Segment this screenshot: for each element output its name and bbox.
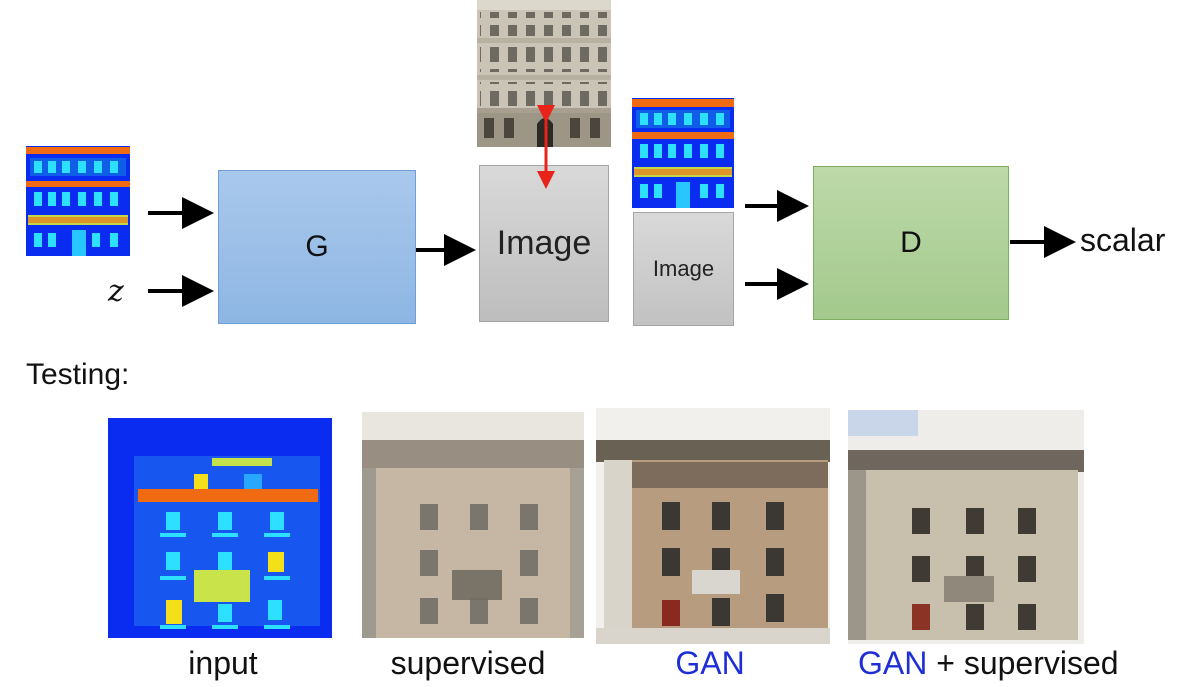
- discriminator-label: D: [900, 226, 922, 259]
- test-supervised-output: [362, 412, 584, 638]
- caption-supervised: supervised: [390, 645, 546, 681]
- discriminator-image-label: Image: [652, 256, 715, 281]
- caption-supervised-part: + supervised: [927, 645, 1119, 681]
- noise-z-label: z: [108, 274, 124, 309]
- caption-gan-part: GAN: [858, 645, 928, 681]
- testing-heading: Testing:: [26, 358, 130, 391]
- generator-box: G: [218, 170, 416, 324]
- label-map-icon-left: [26, 146, 130, 256]
- test-gan-output: [596, 408, 830, 644]
- caption-gan: GAN: [675, 645, 745, 681]
- label-map-icon-right: [632, 98, 734, 208]
- caption-input: input: [188, 645, 258, 681]
- scalar-output-label: scalar: [1080, 222, 1166, 258]
- generated-image-label: Image: [496, 224, 592, 262]
- test-input-label-map: [108, 418, 332, 638]
- caption-gan-supervised: GAN + supervised: [858, 645, 1148, 682]
- flow-arrows: [148, 190, 1076, 307]
- discriminator-image-box: Image: [633, 212, 734, 326]
- test-gan-supervised-output: [848, 410, 1084, 644]
- generated-image-box: Image: [479, 165, 609, 322]
- real-facade-photo: [477, 0, 611, 147]
- generator-label: G: [305, 230, 329, 263]
- discriminator-box: D: [813, 166, 1009, 320]
